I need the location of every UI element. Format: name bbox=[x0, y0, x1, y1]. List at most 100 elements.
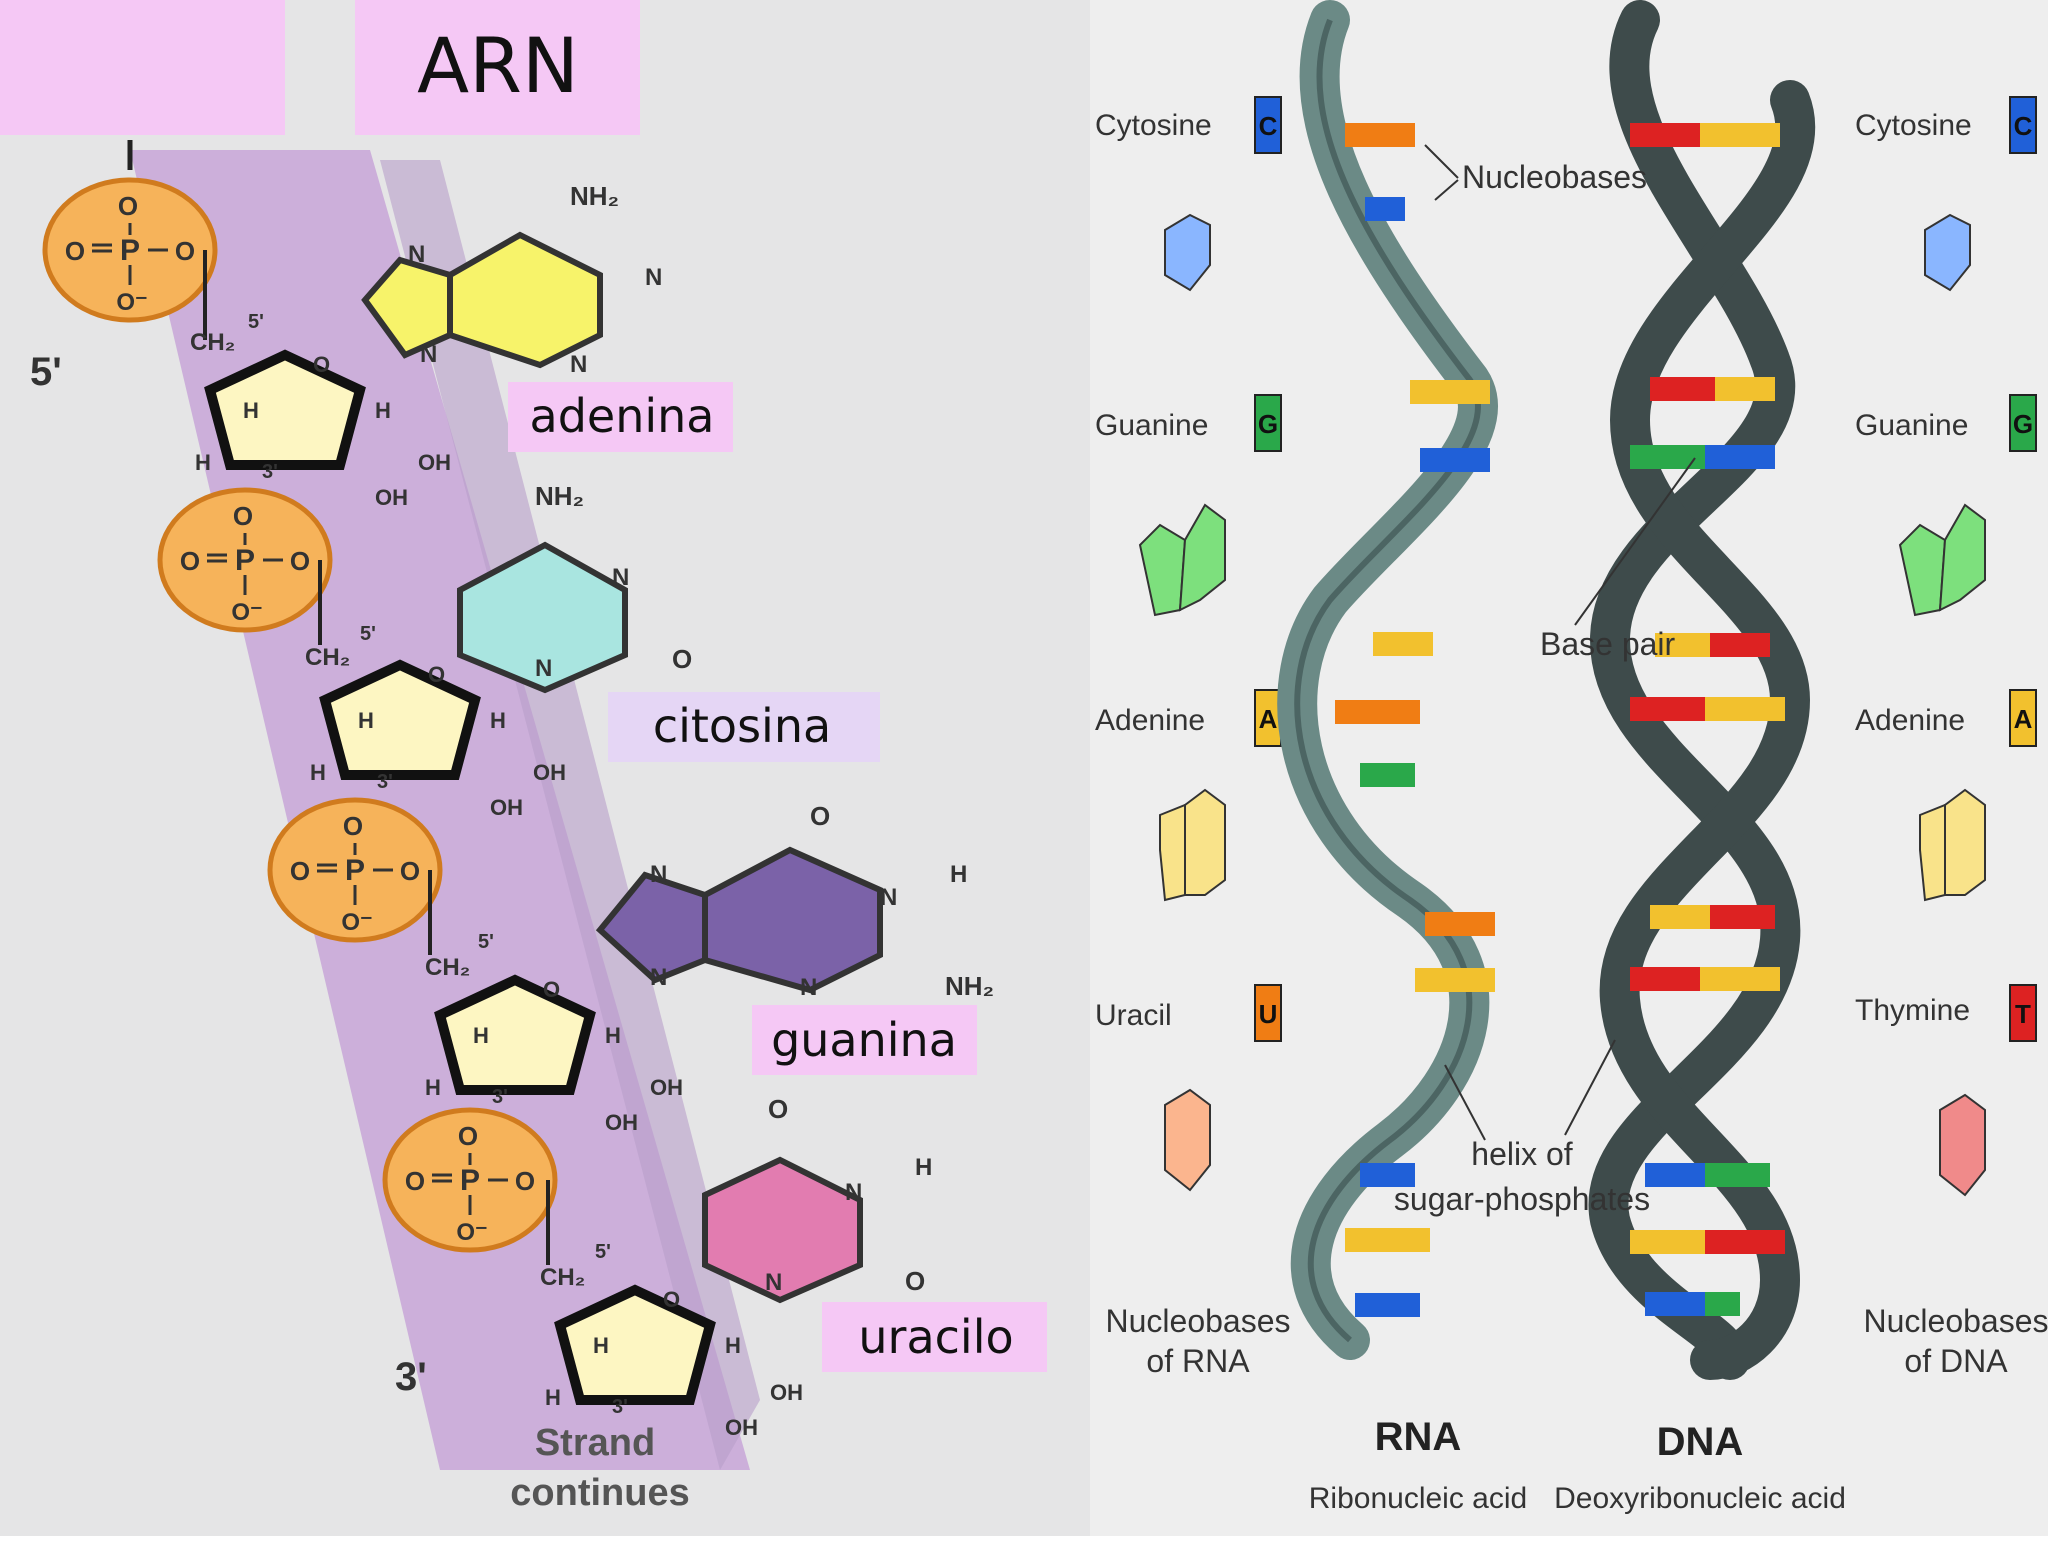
svg-text:Thymine: Thymine bbox=[1855, 994, 1970, 1027]
svg-text:H: H bbox=[473, 1023, 489, 1048]
svg-text:N: N bbox=[408, 241, 425, 268]
svg-text:3': 3' bbox=[262, 461, 278, 483]
base-label-uracilo: uracilo bbox=[858, 1310, 1013, 1364]
rna-caption-line1: Nucleobases bbox=[1106, 1303, 1291, 1339]
letter-badge: A bbox=[1259, 704, 1278, 734]
rna-title: RNA bbox=[1375, 1415, 1462, 1459]
cytosine-molecule bbox=[1925, 215, 1970, 290]
dna-base-pair-bar bbox=[1715, 377, 1775, 401]
continues-label: continues bbox=[510, 1472, 689, 1514]
rna-legend-cytosine: Cytosine bbox=[1095, 109, 1212, 142]
svg-text:3': 3' bbox=[492, 1086, 508, 1108]
dna-base-pair-bar bbox=[1705, 1230, 1785, 1254]
svg-text:NH₂: NH₂ bbox=[570, 181, 619, 211]
dna-base-pair-bar bbox=[1630, 967, 1700, 991]
phosphate-group bbox=[45, 180, 215, 320]
svg-text:Adenine: Adenine bbox=[1855, 704, 1965, 737]
cytosine-molecule bbox=[1165, 215, 1210, 290]
adenine-molecule bbox=[1160, 805, 1185, 900]
dna-base-pair-bar bbox=[1705, 1292, 1740, 1316]
guanine-molecule bbox=[1900, 525, 1945, 615]
svg-text:Guanine: Guanine bbox=[1095, 409, 1208, 442]
svg-text:N: N bbox=[800, 974, 817, 1001]
label-helix-line1: helix of bbox=[1471, 1136, 1573, 1172]
dna-caption-line1: Nucleobases bbox=[1864, 1303, 2048, 1339]
svg-text:H: H bbox=[425, 1075, 441, 1100]
label-nucleobases: Nucleobases bbox=[1462, 159, 1647, 195]
svg-text:5': 5' bbox=[360, 623, 376, 645]
rna-base-legend: Cytosine C Guanine G Adenine A Uracil U … bbox=[1095, 97, 1291, 1379]
strand-label: Strand bbox=[535, 1422, 655, 1464]
guanine-molecule bbox=[1140, 525, 1185, 615]
svg-text:Adenine: Adenine bbox=[1095, 704, 1205, 737]
dna-base-pair-bar bbox=[1630, 697, 1705, 721]
base-label-citosina: citosina bbox=[653, 699, 831, 753]
dna-base-pair-bar bbox=[1630, 445, 1705, 469]
letter-badge: G bbox=[1258, 409, 1278, 439]
svg-text:O: O bbox=[663, 1287, 680, 1312]
rna-base-bar bbox=[1410, 380, 1490, 404]
rna-subtitle: Ribonucleic acid bbox=[1309, 1482, 1527, 1515]
letter-badge: C bbox=[1259, 111, 1278, 141]
rna-dna-diagram: Cytosine C Guanine G Adenine A Uracil U … bbox=[1090, 0, 2048, 1536]
svg-text:3': 3' bbox=[612, 1396, 628, 1418]
rna-base-bar bbox=[1345, 123, 1415, 147]
svg-text:5': 5' bbox=[595, 1241, 611, 1263]
svg-text:H: H bbox=[950, 861, 967, 888]
label-helix-line2: sugar-phosphates bbox=[1394, 1181, 1650, 1217]
dna-base-pair-bar bbox=[1705, 697, 1785, 721]
svg-text:N: N bbox=[570, 351, 587, 378]
dna-base-pair-bar bbox=[1645, 1292, 1705, 1316]
letter-badge: G bbox=[2013, 409, 2033, 439]
svg-text:OH: OH bbox=[375, 485, 408, 510]
dna-helix bbox=[1608, 20, 1795, 1360]
dna-base-pair-bar bbox=[1700, 967, 1780, 991]
five-prime-label: 5' bbox=[30, 350, 62, 394]
dna-base-legend: Cytosine C Guanine G Adenine A Thymine T… bbox=[1855, 97, 2048, 1379]
title-box-left bbox=[0, 0, 285, 135]
phosphate-group bbox=[160, 490, 330, 630]
svg-text:H: H bbox=[725, 1333, 741, 1358]
svg-text:N: N bbox=[880, 884, 897, 911]
rna-chain-panel: ARN 5' 3' O O P O O⁻ CH₂ 5' O bbox=[0, 0, 1090, 1536]
svg-text:O: O bbox=[313, 352, 330, 377]
dna-base-pair-bar bbox=[1645, 1163, 1705, 1187]
rna-base-bar bbox=[1360, 763, 1415, 787]
letter-badge: U bbox=[1259, 999, 1278, 1029]
adenine-molecule bbox=[1920, 805, 1945, 900]
letter-badge: T bbox=[2015, 999, 2031, 1029]
dna-base-pair-bar bbox=[1630, 123, 1700, 147]
svg-text:OH: OH bbox=[605, 1110, 638, 1135]
rna-base-bar bbox=[1420, 448, 1490, 472]
dna-caption-line2: of DNA bbox=[1904, 1343, 2008, 1379]
svg-text:H: H bbox=[605, 1023, 621, 1048]
panel-title: ARN bbox=[417, 21, 579, 110]
svg-text:N: N bbox=[645, 264, 662, 291]
rna-base-bar bbox=[1425, 912, 1495, 936]
rna-base-bar bbox=[1355, 1293, 1420, 1317]
base-label-adenina: adenina bbox=[530, 389, 715, 443]
svg-text:N: N bbox=[765, 1269, 782, 1296]
dna-subtitle: Deoxyribonucleic acid bbox=[1554, 1482, 1846, 1515]
dna-title: DNA bbox=[1657, 1420, 1744, 1464]
svg-text:H: H bbox=[310, 760, 326, 785]
svg-text:Uracil: Uracil bbox=[1095, 999, 1172, 1032]
svg-text:H: H bbox=[358, 708, 374, 733]
svg-text:OH: OH bbox=[418, 450, 451, 475]
dna-base-pair-bar bbox=[1710, 633, 1770, 657]
rna-base-bar bbox=[1365, 197, 1405, 221]
dna-base-pair-bar bbox=[1700, 123, 1780, 147]
three-prime-label: 3' bbox=[395, 1355, 427, 1399]
dna-base-pair-bar bbox=[1705, 1163, 1770, 1187]
phosphate-group bbox=[270, 800, 440, 940]
svg-text:N: N bbox=[535, 655, 552, 682]
svg-text:H: H bbox=[243, 398, 259, 423]
svg-text:N: N bbox=[612, 564, 629, 591]
svg-text:Cytosine: Cytosine bbox=[1855, 109, 1972, 142]
svg-text:N: N bbox=[845, 1179, 862, 1206]
svg-text:OH: OH bbox=[533, 760, 566, 785]
svg-text:Guanine: Guanine bbox=[1855, 409, 1968, 442]
rna-caption-line2: of RNA bbox=[1146, 1343, 1250, 1379]
svg-text:N: N bbox=[650, 861, 667, 888]
dna-base-pair-bar bbox=[1650, 905, 1710, 929]
